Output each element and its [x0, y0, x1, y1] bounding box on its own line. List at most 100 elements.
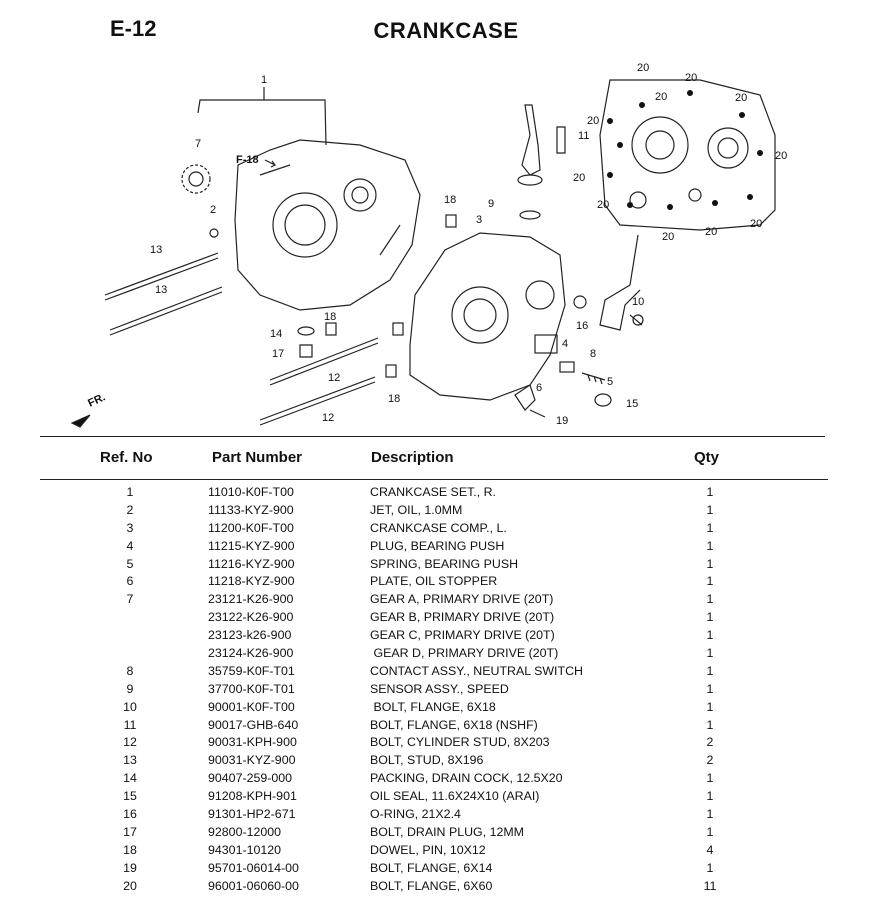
quantity: 1 [706, 610, 714, 625]
callout-20b: 20 [685, 72, 697, 84]
callout-20g: 20 [597, 199, 609, 211]
part-number: 11133-KYZ-900 [208, 502, 294, 517]
callout-12b: 12 [322, 412, 334, 424]
callout-5: 5 [607, 376, 613, 388]
description: GEAR D, PRIMARY DRIVE (20T) [370, 646, 559, 661]
callout-15: 15 [626, 398, 638, 410]
table-row: 15 91208-KPH-901 OIL SEAL, 11.6X24X10 (ARA… [0, 788, 877, 806]
part-number: 90001-K0F-T00 [208, 699, 295, 714]
callout-2: 2 [210, 204, 216, 216]
callout-18b: 18 [444, 194, 456, 206]
callout-13a: 13 [150, 244, 162, 256]
quantity: 1 [706, 592, 714, 607]
quantity: 1 [706, 646, 714, 661]
callout-14: 14 [270, 328, 282, 340]
part-number: 11010-K0F-T00 [208, 485, 294, 499]
quantity: 1 [706, 717, 714, 732]
callout-7: 7 [195, 138, 201, 150]
description: GEAR C, PRIMARY DRIVE (20T) [370, 628, 555, 643]
column-header-ref: Ref. No [100, 449, 153, 466]
callout-20k: 20 [655, 91, 667, 103]
quantity: 1 [706, 771, 714, 786]
part-number: 92800-12000 [208, 824, 282, 839]
quantity: 1 [706, 789, 714, 804]
quantity: 1 [706, 663, 714, 678]
quantity: 1 [706, 538, 714, 553]
quantity: 1 [706, 807, 714, 822]
description: BOLT, FLANGE, 6X18 [370, 699, 496, 714]
quantity: 1 [706, 824, 714, 839]
callout-4: 4 [562, 338, 568, 350]
quantity: 1 [706, 860, 714, 875]
part-number: 11216-KYZ-900 [208, 556, 295, 571]
ref-number: 12 [123, 735, 137, 750]
description: DOWEL, PIN, 10X12 [370, 842, 486, 857]
callout-20c: 20 [735, 92, 747, 104]
part-number: 95701-06014-00 [208, 860, 299, 875]
quantity: 2 [706, 753, 714, 768]
ref-number: 11 [123, 717, 137, 732]
ref-number: 14 [123, 771, 137, 786]
quantity: 1 [706, 574, 714, 589]
description: BOLT, FLANGE, 6X18 (NSHF) [370, 717, 538, 732]
description: OIL SEAL, 11.6X24X10 (ARAI) [370, 789, 540, 804]
diagram-code: E-12 [110, 16, 157, 41]
ref-number: 20 [123, 878, 137, 893]
ref-number: 19 [123, 860, 137, 875]
description: BOLT, DRAIN PLUG, 12MM [370, 824, 524, 839]
table-top-rule [40, 436, 825, 437]
ref-number: 18 [123, 842, 137, 857]
callout-17: 17 [272, 348, 284, 360]
part-number: 90031-KPH-900 [208, 735, 297, 750]
description: BOLT, FLANGE, 6X60 [370, 878, 493, 893]
page-title: CRANKCASE [373, 18, 519, 43]
ref-number: 8 [126, 663, 134, 678]
ref-number: 16 [123, 807, 137, 822]
description: BOLT, FLANGE, 6X14 [370, 860, 493, 875]
part-number: 91208-KPH-901 [208, 789, 297, 804]
ref-number: 6 [126, 574, 134, 589]
part-number: 11215-KYZ-900 [208, 538, 295, 553]
description: SPRING, BEARING PUSH [370, 556, 519, 571]
callout-20d: 20 [587, 115, 599, 127]
quantity: 4 [706, 842, 714, 857]
callout-6: 6 [536, 382, 542, 394]
callout-18a: 18 [324, 311, 336, 323]
callout-11: 11 [578, 130, 589, 142]
part-number: 23121-K26-900 [208, 592, 294, 607]
description: BOLT, STUD, 8X196 [370, 753, 484, 768]
column-header-part-number: Part Number [212, 449, 303, 466]
description: PLUG, BEARING PUSH [370, 538, 505, 553]
quantity: 1 [706, 502, 714, 517]
ref-number: 9 [126, 681, 134, 696]
ref-number: 15 [123, 789, 137, 804]
callout-10: 10 [632, 296, 644, 308]
description: CRANKCASE COMP., L. [370, 520, 507, 535]
callout-20a: 20 [637, 62, 649, 74]
part-number: 94301-10120 [208, 842, 282, 857]
description: PACKING, DRAIN COCK, 12.5X20 [370, 771, 563, 786]
quantity: 1 [706, 556, 714, 571]
part-number: 11200-K0F-T00 [208, 520, 294, 535]
description: PLATE, OIL STOPPER [370, 574, 498, 589]
callout-18c: 18 [388, 393, 400, 405]
part-number: 90017-GHB-640 [208, 717, 299, 732]
callout-20e: 20 [775, 150, 787, 162]
column-header-qty: Qty [694, 449, 720, 466]
ref-number: 3 [126, 520, 134, 535]
part-number: 91301-HP2-671 [208, 807, 296, 822]
ref-number: 7 [126, 592, 134, 607]
table-row: 11 90017-GHB-640 BOLT, FLANGE, 6X18 (NSHF)… [0, 717, 877, 735]
